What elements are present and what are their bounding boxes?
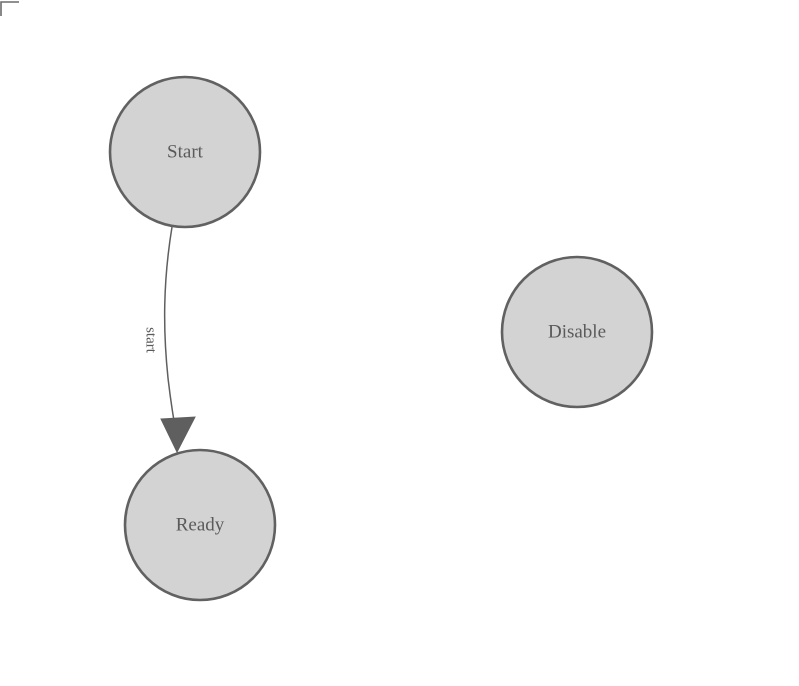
node-disable-circle[interactable] bbox=[500, 255, 654, 409]
top-left-corner-bracket-icon bbox=[0, 1, 19, 16]
node-start-label: Start bbox=[167, 141, 204, 162]
node-ready-circle[interactable] bbox=[123, 448, 277, 602]
edge-start-to-ready[interactable]: start bbox=[143, 226, 196, 454]
node-start-circle[interactable] bbox=[108, 75, 262, 229]
arrowhead-icon bbox=[160, 416, 196, 454]
node-ready[interactable]: Ready bbox=[123, 448, 277, 602]
node-ready-label: Ready bbox=[176, 514, 225, 535]
edge-label-start: start bbox=[143, 327, 159, 354]
node-disable[interactable]: Disable bbox=[500, 255, 654, 409]
edge-line bbox=[163, 226, 178, 439]
node-disable-label: Disable bbox=[548, 321, 606, 342]
node-start[interactable]: Start bbox=[108, 75, 262, 229]
